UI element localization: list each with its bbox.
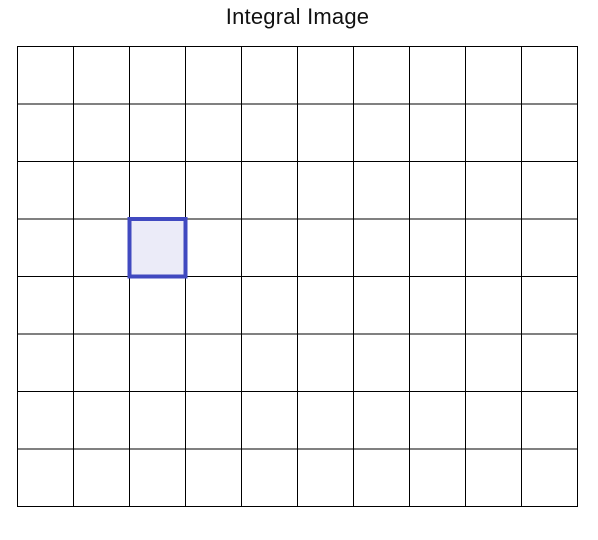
grid-cell — [409, 218, 466, 277]
grid-cell — [409, 103, 466, 162]
grid-cell — [185, 391, 242, 450]
grid-cell — [129, 333, 186, 392]
grid-cell — [17, 276, 74, 335]
grid-cell — [129, 276, 186, 335]
grid-cell — [241, 218, 298, 277]
grid-cell — [17, 448, 74, 507]
grid-cell — [185, 103, 242, 162]
grid-cell — [241, 448, 298, 507]
grid-cell — [185, 46, 242, 105]
grid-cell — [297, 448, 354, 507]
grid-cell — [297, 276, 354, 335]
grid-cell — [297, 218, 354, 277]
grid-cell — [73, 161, 130, 220]
grid-cell — [409, 448, 466, 507]
grid-cell — [353, 276, 410, 335]
grid-canvas — [17, 46, 578, 507]
grid-cell — [409, 333, 466, 392]
highlighted-cell — [127, 217, 188, 279]
grid-cell — [465, 46, 522, 105]
grid-cell — [129, 103, 186, 162]
grid-cell — [353, 161, 410, 220]
grid-cell — [409, 391, 466, 450]
grid-cell — [241, 333, 298, 392]
grid-cell — [297, 333, 354, 392]
grid-cell — [73, 103, 130, 162]
grid-cell — [73, 276, 130, 335]
grid-cell — [521, 218, 578, 277]
grid-cell — [73, 391, 130, 450]
grid-cell — [241, 46, 298, 105]
grid-cell — [465, 333, 522, 392]
grid-cell — [129, 46, 186, 105]
grid-cell — [185, 218, 242, 277]
grid-cell — [409, 46, 466, 105]
grid-cell — [521, 276, 578, 335]
grid-cell — [73, 333, 130, 392]
grid-cell — [17, 218, 74, 277]
grid-cell — [353, 391, 410, 450]
grid-cell — [17, 391, 74, 450]
grid-cell — [465, 448, 522, 507]
grid-cell — [297, 161, 354, 220]
grid-cell — [521, 333, 578, 392]
grid-cell — [73, 448, 130, 507]
grid-cell — [353, 333, 410, 392]
grid-cell — [353, 46, 410, 105]
grid-cell — [465, 218, 522, 277]
grid-cell — [129, 448, 186, 507]
grid-cell — [73, 218, 130, 277]
grid-cell — [129, 391, 186, 450]
grid-cell — [521, 391, 578, 450]
grid-cell — [465, 391, 522, 450]
grid-cell — [465, 103, 522, 162]
grid-cell — [73, 46, 130, 105]
grid-cell — [353, 218, 410, 277]
grid-cell — [353, 103, 410, 162]
grid-cell — [353, 448, 410, 507]
grid-cell — [185, 276, 242, 335]
grid-cell — [297, 46, 354, 105]
grid-cell — [241, 103, 298, 162]
grid-cell — [185, 161, 242, 220]
grid-cell — [465, 276, 522, 335]
grid-cell — [241, 161, 298, 220]
grid-cell — [521, 46, 578, 105]
grid-cell — [185, 333, 242, 392]
diagram-title: Integral Image — [225, 4, 370, 29]
grid-cell — [17, 46, 74, 105]
grid-cell — [409, 276, 466, 335]
grid-cell — [409, 161, 466, 220]
grid-cell — [241, 391, 298, 450]
grid-cell — [297, 103, 354, 162]
grid-cell — [129, 161, 186, 220]
grid-cell — [17, 161, 74, 220]
grid-cell — [521, 448, 578, 507]
grid-cell — [17, 103, 74, 162]
grid-cell — [297, 391, 354, 450]
grid-cell — [521, 161, 578, 220]
grid-cell — [241, 276, 298, 335]
grid-cell — [465, 161, 522, 220]
grid-cell — [17, 333, 74, 392]
grid-cell — [521, 103, 578, 162]
grid-cell — [185, 448, 242, 507]
integral-image-grid — [17, 46, 578, 507]
